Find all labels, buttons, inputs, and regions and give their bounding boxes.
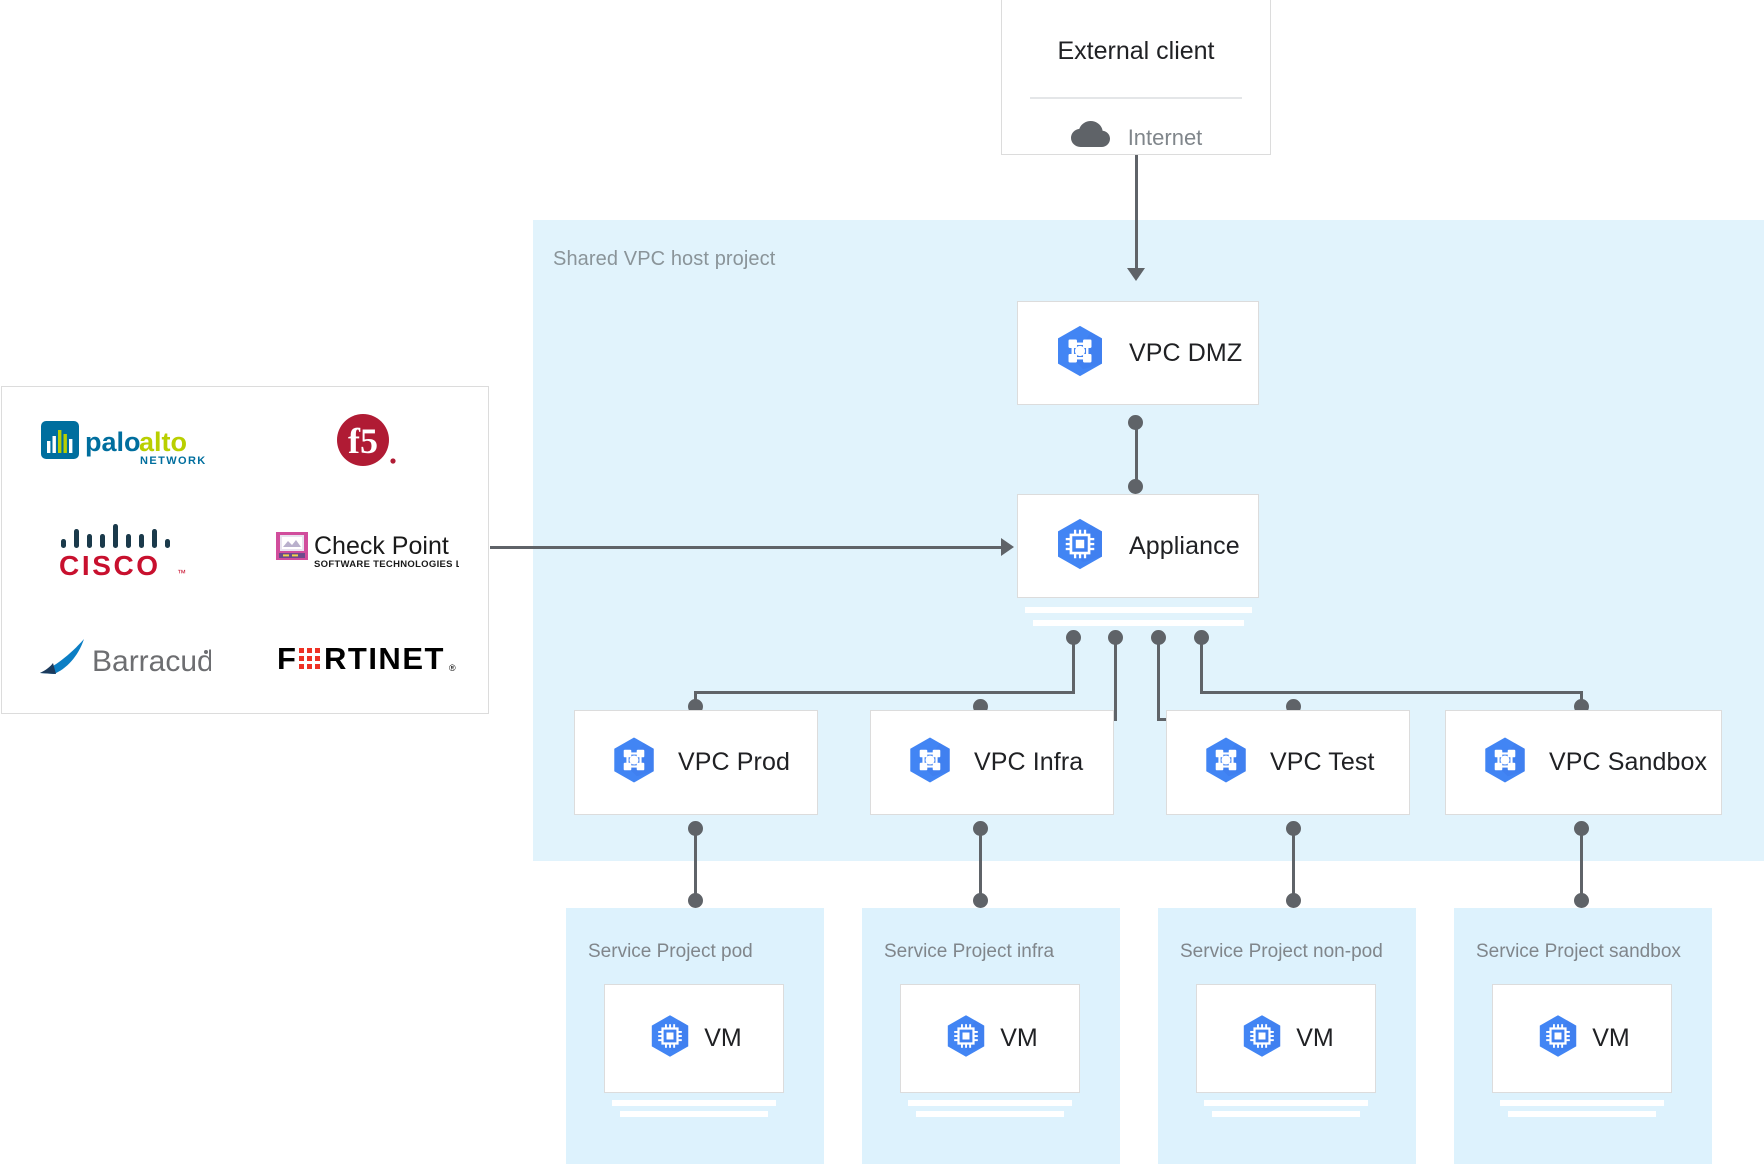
vm-sandbox-stack-line-2 [1508,1111,1656,1117]
appliance-stack-line-2 [1033,620,1244,626]
svg-text:™: ™ [177,568,186,578]
connector-sandbox-to-svc [1580,826,1583,901]
vm-infra-stack-line-1 [908,1100,1072,1106]
svg-text:RTINET: RTINET [324,641,445,676]
barracuda-logo: Barracuda [40,638,211,678]
svg-text:SOFTWARE TECHNOLOGIES LTD.: SOFTWARE TECHNOLOGIES LTD. [314,559,459,570]
node-appliance-label: Appliance [1129,531,1240,560]
connector-dmz-to-appliance [1135,420,1138,485]
vm-pod-stack-line-2 [620,1111,768,1117]
appliance-chip-icon [1051,515,1109,578]
fortinet-logo: F RTINET ® [277,641,456,676]
vm-card-sandbox[interactable]: VM [1492,984,1672,1093]
node-vpc-infra-label: VPC Infra [974,748,1084,776]
arrowhead-client-to-dmz [1127,268,1145,281]
service-project-pod-label: Service Project pod [588,941,753,962]
vendor-f5: f5 [335,412,399,470]
svg-text:Check Point: Check Point [314,532,449,560]
connector-infra-to-svc [979,826,982,901]
shared-vpc-host-project-label: Shared VPC host project [553,248,776,270]
external-client-card: External client Internet [1001,0,1271,155]
node-appliance[interactable]: Appliance [1017,494,1259,598]
connector-appliance-test-stub [1157,637,1160,720]
vm-card-infra[interactable]: VM [900,984,1080,1093]
appliance-stack-line-1 [1025,607,1252,613]
arrowhead-vendors-to-appliance [1001,538,1014,556]
vm-chip-icon [942,1012,990,1065]
connector-client-to-dmz [1135,155,1138,273]
connector-prod-to-svc [694,826,697,901]
service-project-sandbox-label: Service Project sandbox [1476,941,1681,962]
node-vpc-infra[interactable]: VPC Infra [870,710,1114,815]
vpc-network-icon [1051,322,1109,385]
node-vpc-sandbox-label: VPC Sandbox [1549,748,1708,776]
service-project-sandbox-region: Service Project sandbox VM [1454,908,1712,1164]
cisco-logo: CISCO ™ [59,523,186,581]
vm-chip-icon [646,1012,694,1065]
vm-card-pod-label: VM [704,1024,742,1052]
connector-appliance-sandbox-rail [1200,691,1583,694]
svg-text:®: ® [449,663,456,673]
connector-appliance-prod-stub [1072,637,1075,693]
vm-card-infra-label: VM [1000,1024,1038,1052]
service-project-infra-label: Service Project infra [884,941,1055,962]
svg-text:f5: f5 [348,421,378,461]
paloalto-logo: palo alto NETWORKS [41,421,206,467]
vendor-cisco: CISCO ™ [51,519,196,581]
connection-dot-svc-nonpod-top [1286,893,1301,908]
vm-card-pod[interactable]: VM [604,984,784,1093]
vm-chip-icon [1534,1012,1582,1065]
vm-card-nonpod[interactable]: VM [1196,984,1376,1093]
external-client-divider [1030,97,1242,99]
service-project-infra-region: Service Project infra VM [862,908,1120,1164]
vpc-network-icon [1200,734,1252,791]
connector-appliance-prod-rail [694,691,1075,694]
vendor-checkpoint: Check Point SOFTWARE TECHNOLOGIES LTD. [274,526,459,574]
vm-chip-icon [1238,1012,1286,1065]
svg-text:palo: palo [85,427,141,457]
node-vpc-test-label: VPC Test [1270,748,1375,776]
vm-pod-stack-line-1 [612,1100,776,1106]
vm-sandbox-stack-line-1 [1500,1100,1664,1106]
vm-card-sandbox-label: VM [1592,1024,1630,1052]
svg-text:NETWORKS: NETWORKS [140,455,206,467]
vendor-paloalto: palo alto NETWORKS [41,415,206,467]
vpc-network-icon [1479,734,1531,791]
service-project-nonpod-region: Service Project non-pod VM [1158,908,1416,1164]
node-vpc-test[interactable]: VPC Test [1166,710,1410,815]
external-client-title: External client [1057,37,1215,65]
vendor-barracuda: Barracuda [36,633,211,685]
checkpoint-logo: Check Point SOFTWARE TECHNOLOGIES LTD. [276,531,459,570]
service-project-pod-region: Service Project pod VM [566,908,824,1164]
connector-vendors-to-appliance [490,546,1002,549]
cloud-icon [1070,121,1112,154]
node-vpc-sandbox[interactable]: VPC Sandbox [1445,710,1722,815]
connection-dot-svc-infra-top [973,893,988,908]
connector-appliance-infra-stub [1114,637,1117,720]
vpc-network-icon [608,734,660,791]
connection-dot-appliance-top [1128,479,1143,494]
node-vpc-dmz-label: VPC DMZ [1129,338,1243,367]
node-vpc-prod-label: VPC Prod [678,748,790,776]
connection-dot-svc-sandbox-top [1574,893,1589,908]
vm-card-nonpod-label: VM [1296,1024,1334,1052]
node-vpc-dmz[interactable]: VPC DMZ [1017,301,1259,405]
connection-dot-svc-pod-top [688,893,703,908]
connector-test-to-svc [1292,826,1295,901]
svg-text:Barracuda: Barracuda [92,645,211,678]
vendor-fortinet: F RTINET ® [277,639,457,679]
svg-text:F: F [277,641,297,676]
vm-infra-stack-line-2 [916,1111,1064,1117]
appliance-vendor-panel: palo alto NETWORKS f5 [1,386,489,714]
vm-nonpod-stack-line-2 [1212,1111,1360,1117]
svg-text:alto: alto [139,427,187,457]
f5-logo: f5 [336,414,396,467]
vpc-network-icon [904,734,956,791]
service-project-nonpod-label: Service Project non-pod [1180,941,1383,962]
node-vpc-prod[interactable]: VPC Prod [574,710,818,815]
vm-nonpod-stack-line-1 [1204,1100,1368,1106]
external-client-network-label: Internet [1127,124,1203,150]
connector-appliance-sandbox-stub [1200,637,1203,693]
svg-text:CISCO: CISCO [59,550,161,581]
